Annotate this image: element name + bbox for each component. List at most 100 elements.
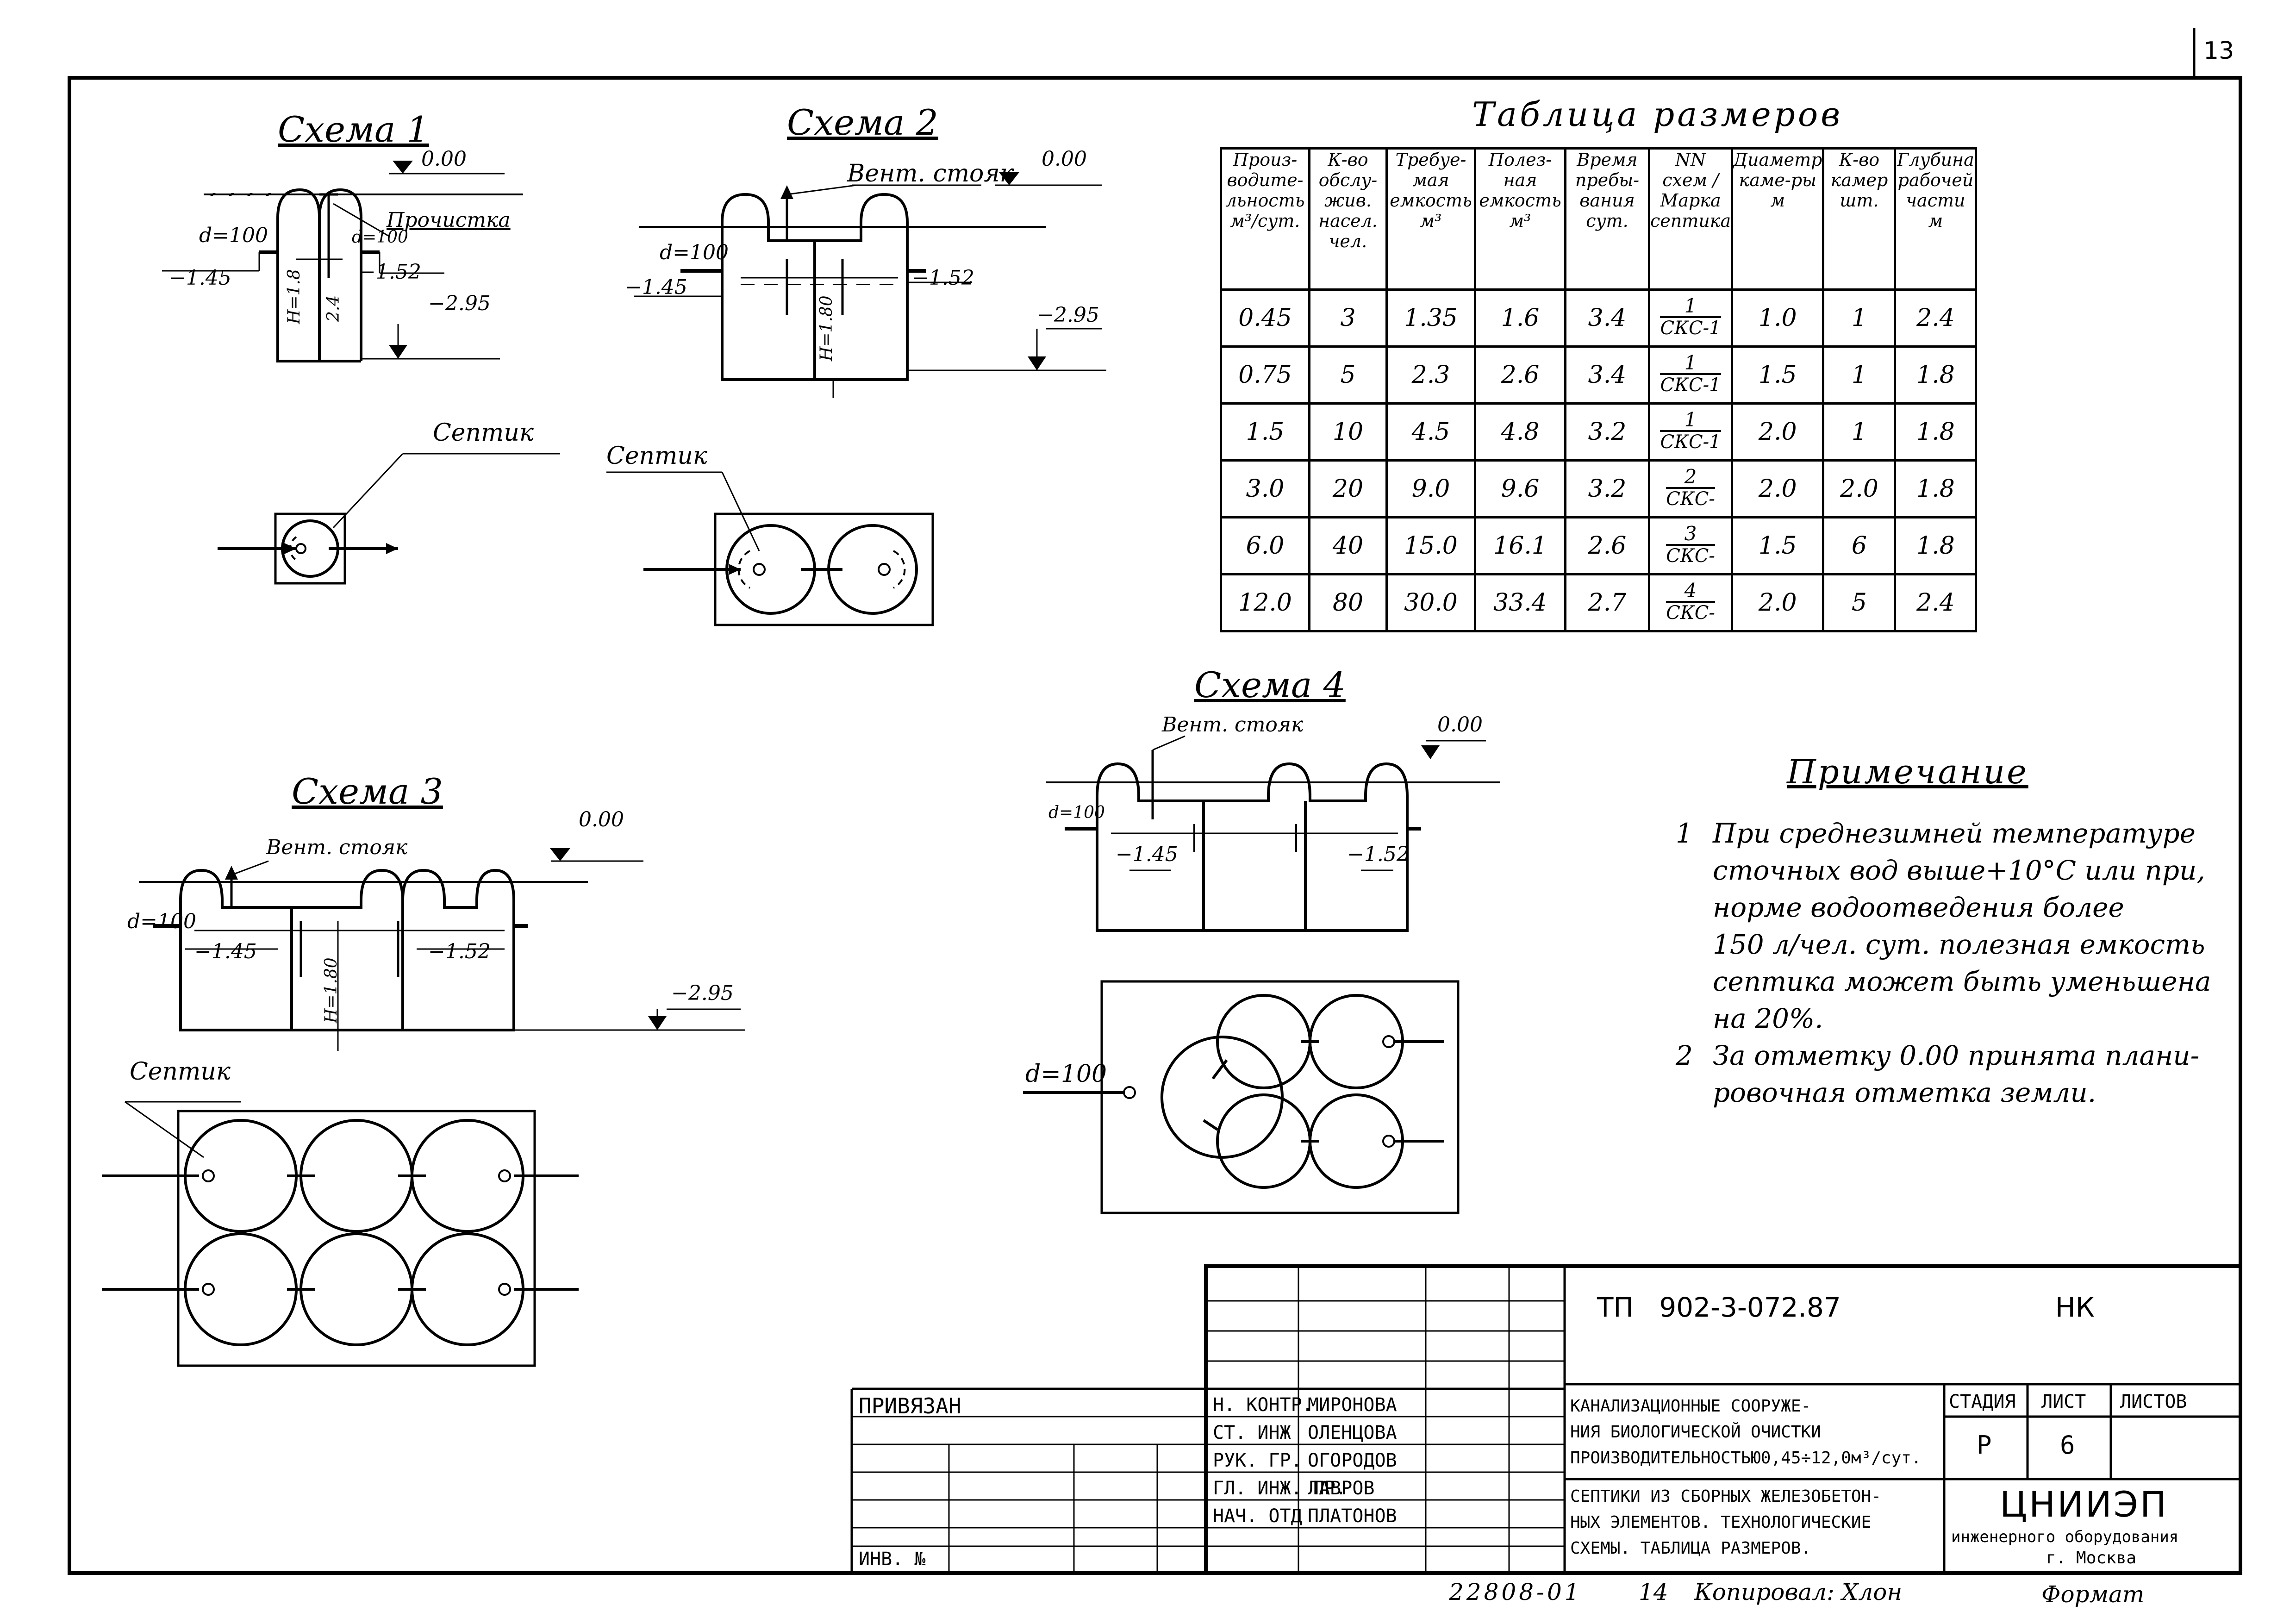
scheme3-plan-label: Септик — [130, 1058, 231, 1086]
scheme-number: 3 — [1666, 524, 1715, 546]
scheme3-level-bottom: −2.95 — [671, 981, 734, 1005]
sheet-title-line: НЫХ ЭЛЕМЕНТОВ. ТЕХНОЛОГИЧЕСКИЕ — [1570, 1513, 1872, 1532]
cell-required-volume: 30.0 — [1385, 573, 1476, 632]
doc-code: ТП 902-3-072.87 — [1597, 1292, 1841, 1323]
scheme3-pipe-in: d=100 — [127, 910, 197, 933]
sheet-title: СЕПТИКИ ИЗ СБОРНЫХ ЖЕЛЕЗОБЕТОН- НЫХ ЭЛЕМ… — [1570, 1484, 1881, 1562]
cell-chambers: 1 — [1822, 402, 1897, 462]
sheets-label: ЛИСТОВ — [2120, 1391, 2187, 1412]
note-1-line: норме водоотведения более — [1713, 892, 2124, 923]
note-1: При среднезимней температуре сточных вод… — [1713, 815, 2211, 1037]
scheme3-level-top: 0.00 — [579, 808, 624, 831]
col-header-required-volume: Требуе-мая емкость м³ — [1385, 147, 1476, 291]
scheme4-plan — [1023, 980, 1460, 1214]
scheme1-cleanout-label: Прочистка — [387, 208, 511, 232]
septic-mark: СКС- — [1666, 602, 1715, 624]
name-item: ЛАВРОВ — [1308, 1478, 1375, 1499]
role-item: СТ. ИНЖ — [1213, 1422, 1291, 1443]
scheme2-plan — [606, 471, 934, 626]
note-2-line: За отметку 0.00 принята плани- — [1713, 1040, 2200, 1071]
scheme1-depth-h: H=1.8 — [285, 269, 304, 324]
note-1-number: 1 — [1676, 818, 1693, 849]
scheme1-title: Схема 1 — [278, 109, 429, 150]
cell-capacity: 3.0 — [1220, 459, 1310, 518]
org-city: г. Москва — [2046, 1549, 2137, 1568]
scheme4-level-out: −1.52 — [1347, 843, 1410, 866]
cell-diameter: 1.5 — [1731, 516, 1825, 575]
cell-useful-volume: 4.8 — [1474, 402, 1566, 462]
col-header-capacity: Произ-водите-льность м³/сут. — [1220, 147, 1310, 291]
note-2-number: 2 — [1676, 1040, 1693, 1071]
size-table-wrap: Произ-водите-льность м³/сут. К-во обслу-… — [1220, 147, 1978, 632]
archive-number: 22808-01 — [1449, 1579, 1582, 1605]
scheme2-depth-h: H=1.80 — [817, 295, 836, 361]
cell-required-volume: 4.5 — [1385, 402, 1476, 462]
scheme-number: 2 — [1666, 467, 1715, 489]
size-table-title: Таблица размеров — [1472, 95, 1843, 134]
cell-chambers: 2.0 — [1822, 459, 1897, 518]
cell-useful-volume: 1.6 — [1474, 288, 1566, 348]
sheet-value: 6 — [2060, 1430, 2075, 1460]
sheet-title-line: СХЕМЫ. ТАБЛИЦА РАЗМЕРОВ. — [1570, 1539, 1811, 1558]
cell-chambers: 5 — [1822, 573, 1897, 632]
scheme1-plan — [218, 453, 560, 585]
scheme4-level-in: −1.45 — [1116, 843, 1178, 866]
col-header-retention-time: Время пребы-вания сут. — [1564, 147, 1650, 291]
scheme1-section — [162, 161, 523, 362]
septic-mark: СКС- — [1666, 545, 1715, 567]
cell-useful-volume: 9.6 — [1474, 459, 1566, 518]
col-header-chambers: К-во камер шт. — [1822, 147, 1897, 291]
cell-diameter: 2.0 — [1731, 573, 1825, 632]
scheme3-vent-label: Вент. стояк — [266, 836, 408, 859]
project-title-line: ПРОИЗВОДИТЕЛЬНОСТЬЮ0,45÷12,0м³/сут. — [1570, 1449, 1922, 1468]
scheme-number: 4 — [1666, 581, 1715, 603]
scheme4-plan-pipe: d=100 — [1025, 1060, 1107, 1088]
cell-useful-volume: 2.6 — [1474, 345, 1566, 405]
scheme4-section — [1046, 735, 1500, 932]
scheme4-title: Схема 4 — [1194, 664, 1346, 706]
cell-diameter: 2.0 — [1731, 459, 1825, 518]
cell-required-volume: 9.0 — [1385, 459, 1476, 518]
cell-chambers: 1 — [1822, 288, 1897, 348]
cell-population: 5 — [1308, 345, 1388, 405]
scheme1-pipe-in: d=100 — [199, 224, 268, 247]
title-block-grid — [850, 1264, 2242, 1575]
cell-population: 10 — [1308, 402, 1388, 462]
scheme-number: 1 — [1660, 296, 1721, 318]
col-header-diameter: Диаметр каме-ры м — [1731, 147, 1825, 291]
scheme2-level-bottom: −2.95 — [1037, 303, 1099, 327]
sheet-label: ЛИСТ — [2041, 1391, 2086, 1412]
role-item: НАЧ. ОТД — [1213, 1505, 1302, 1527]
cell-population: 40 — [1308, 516, 1388, 575]
format-label: Формат — [2041, 1581, 2145, 1608]
cell-diameter: 2.0 — [1731, 402, 1825, 462]
cell-chambers: 1 — [1822, 345, 1897, 405]
cell-diameter: 1.5 — [1731, 345, 1825, 405]
scheme3-section — [139, 848, 745, 1051]
scheme3-depth-h: H=1.80 — [322, 957, 341, 1023]
name-item: ОГОРОДОВ — [1308, 1450, 1397, 1471]
org-name: ЦНИИЭП — [2000, 1484, 2169, 1525]
page-number: 13 — [2203, 37, 2234, 65]
col-header-depth: Глубина рабочей части м — [1894, 147, 1978, 291]
cell-required-volume: 15.0 — [1385, 516, 1476, 575]
scheme2-title: Схема 2 — [787, 102, 938, 143]
cell-depth: 1.8 — [1894, 345, 1978, 405]
cell-depth: 1.8 — [1894, 516, 1978, 575]
stage-label: СТАДИЯ — [1949, 1391, 2016, 1412]
col-header-scheme-mark: NN схем / Марка септика — [1647, 147, 1734, 291]
name-item: ПЛАТОНОВ — [1308, 1505, 1397, 1527]
stage-value: Р — [1977, 1430, 1992, 1460]
cell-retention-time: 2.7 — [1564, 573, 1650, 632]
septic-mark: СКС-1 — [1660, 318, 1721, 339]
cell-retention-time: 3.2 — [1564, 459, 1650, 518]
